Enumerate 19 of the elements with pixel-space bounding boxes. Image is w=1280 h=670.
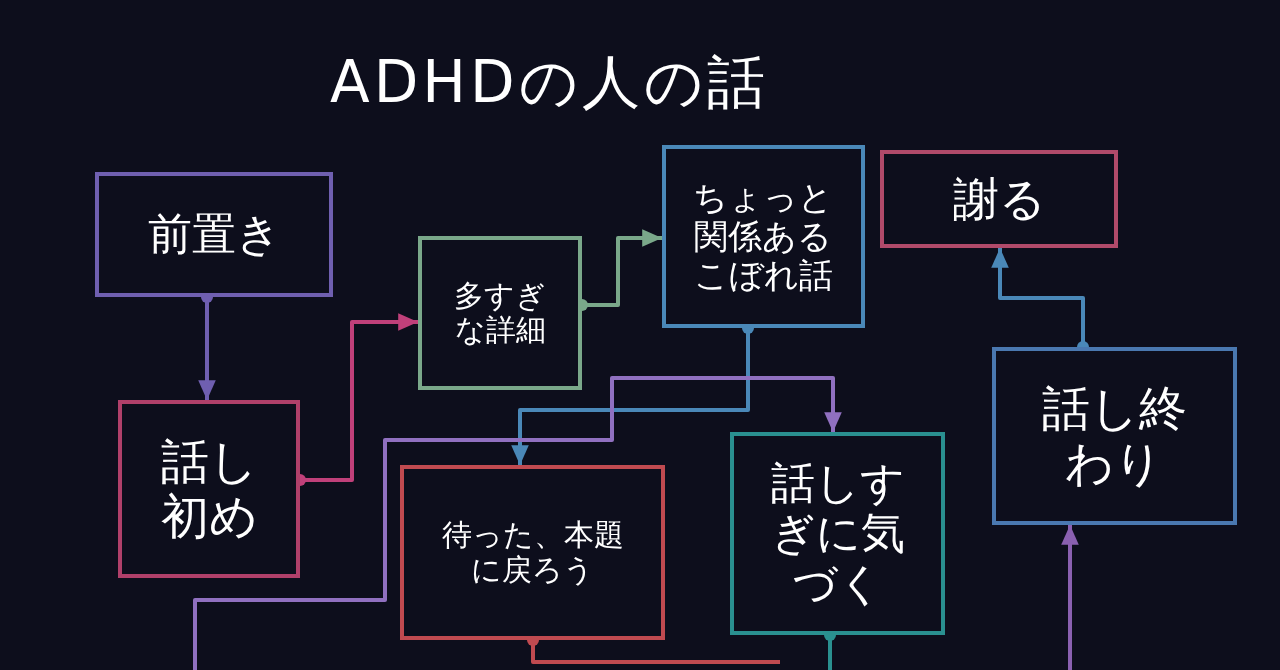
box-label: ちょっと関係あるこぼれ話 xyxy=(692,177,835,296)
box-label: 前置き xyxy=(147,209,281,260)
diagram-title: ADHDの人の話 xyxy=(330,47,769,118)
process-box xyxy=(880,150,1118,248)
connector-arrow xyxy=(193,376,842,670)
box-label: 謝る xyxy=(952,172,1046,226)
process-box xyxy=(95,172,333,297)
process-box xyxy=(662,145,865,328)
box-label: 話し初め xyxy=(159,433,259,545)
process-box xyxy=(118,400,300,578)
process-box xyxy=(730,432,945,635)
process-box xyxy=(418,236,582,390)
process-box xyxy=(400,465,665,640)
box-label: 話し終わり xyxy=(1041,380,1188,492)
connector-arrow xyxy=(1061,525,1079,670)
box-label: 多すぎな詳細 xyxy=(453,278,547,348)
process-box xyxy=(992,347,1237,525)
box-label: 待った、本題に戻ろう xyxy=(440,518,625,587)
box-label: 話しすぎに気づく xyxy=(769,457,906,610)
